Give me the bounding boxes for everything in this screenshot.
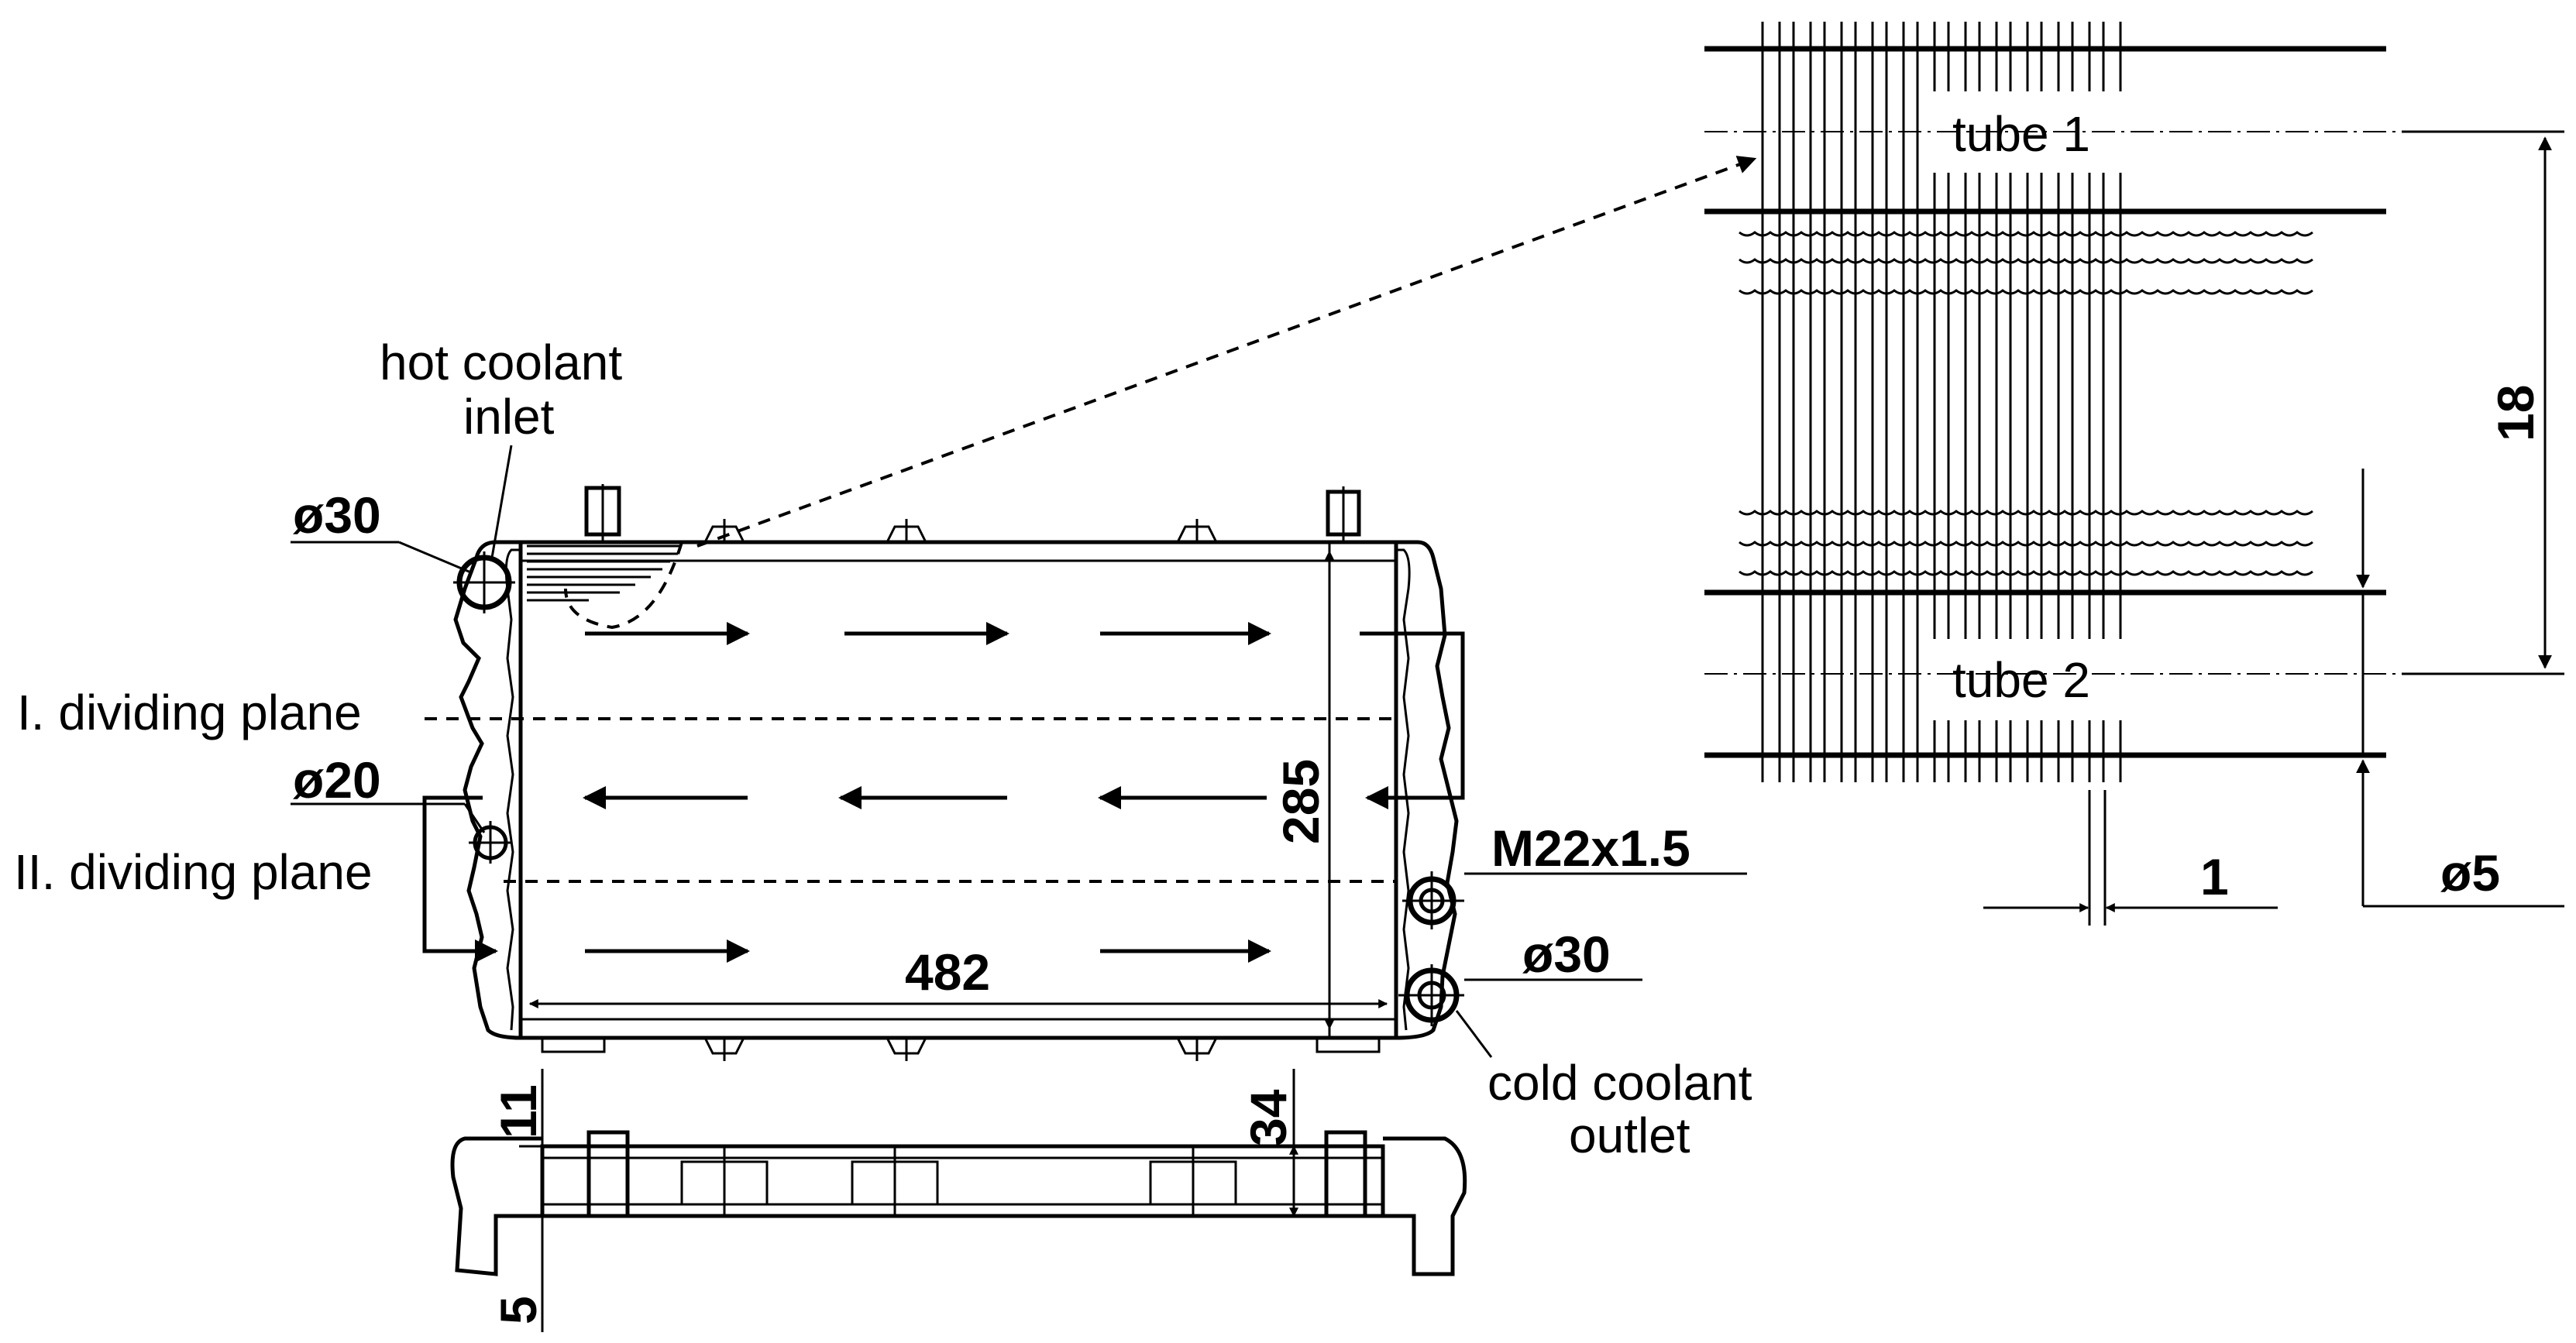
- side-dim-bottom-label: 5: [490, 1296, 547, 1324]
- depth-dimension-label: 34: [1240, 1089, 1297, 1146]
- drain-plug-port: [1402, 871, 1464, 929]
- radiator-front-view: [291, 445, 1747, 1061]
- left-tank: [453, 540, 521, 1040]
- right-tank: [1395, 540, 1459, 1040]
- hot-inlet-label-line1: hot coolant: [380, 335, 622, 390]
- mid-port: [469, 821, 511, 864]
- fin-wave-row: [1739, 510, 2313, 516]
- inlet-hatch: [527, 544, 682, 602]
- dividing-plane-1-label: I. dividing plane: [17, 685, 362, 740]
- hot-inlet-label-line2: inlet: [463, 389, 555, 445]
- height-dimension-label: 285: [1272, 759, 1329, 844]
- side-dim-top-label: 11: [490, 1084, 547, 1139]
- fin-waves: [1739, 231, 2313, 576]
- fin-wave-row: [1739, 570, 2313, 576]
- fin-wave-row: [1739, 289, 2313, 295]
- thread-label: M22x1.5: [1491, 819, 1690, 877]
- dividing-plane-2-label: II. dividing plane: [14, 844, 373, 900]
- inlet-diameter-label: ø30: [293, 486, 381, 544]
- tube-detail-view: [1704, 22, 2564, 926]
- detail-circle: [564, 541, 683, 630]
- fin-pitch-label: 1: [2200, 848, 2229, 905]
- tube-diameter-label: ø5: [2440, 844, 2500, 902]
- right-tank-flow-path: [1360, 631, 1465, 809]
- tube-pitch-label: 18: [2487, 385, 2544, 441]
- fin-wave-row: [1739, 258, 2313, 264]
- fin-wave-row: [1739, 231, 2313, 237]
- tube-2-label: tube 2: [1952, 652, 2090, 708]
- mid-diameter-label: ø20: [293, 751, 381, 809]
- side-right-pipe: [1383, 1136, 1467, 1276]
- cold-outlet-label-line2: outlet: [1569, 1108, 1690, 1163]
- radiator-side-view: [450, 1069, 1467, 1332]
- width-dimension-label: 482: [905, 943, 990, 1001]
- bottom-lugs: [703, 1037, 1218, 1061]
- fin-wave-row: [1739, 541, 2313, 547]
- outlet-diameter-label: ø30: [1522, 926, 1611, 983]
- detail-leader-arrow: [696, 156, 1757, 548]
- outlet-port: [1398, 964, 1464, 1026]
- top-lugs: [703, 519, 1218, 543]
- inlet-port: [453, 551, 515, 613]
- cold-outlet-label-line1: cold coolant: [1487, 1055, 1752, 1111]
- tube-1-label: tube 1: [1952, 106, 2090, 162]
- side-left-pipe: [450, 1136, 542, 1276]
- left-tank-flow-path: [422, 795, 498, 963]
